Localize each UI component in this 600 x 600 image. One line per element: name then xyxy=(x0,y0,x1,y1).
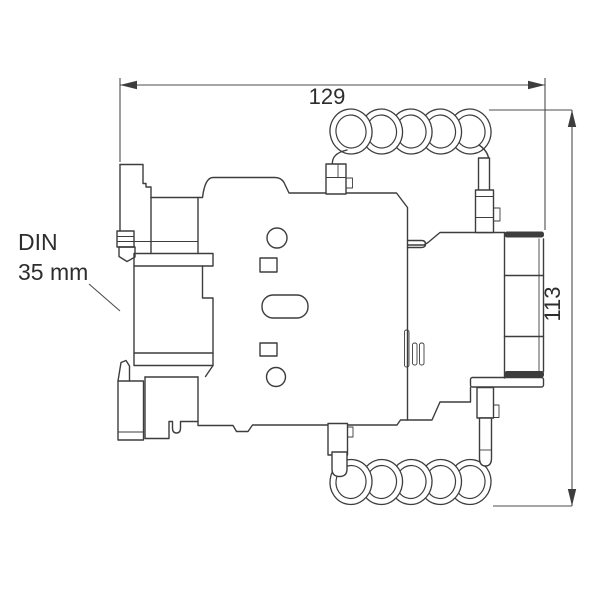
din-label-line2: 35 mm xyxy=(18,259,88,285)
bottom-left-clamp xyxy=(327,422,349,456)
din-rail-annotation: DIN 35 mm xyxy=(18,229,121,312)
bottom-right-clamp xyxy=(476,386,495,419)
bottom-left-clamp-tab xyxy=(347,426,354,438)
lower-rear-housing xyxy=(144,376,199,440)
rail-web-edge xyxy=(201,265,214,354)
bracket-lower-clip-tab xyxy=(117,359,131,382)
top-coil-left-hook xyxy=(331,149,348,166)
top-left-clamp-detail xyxy=(326,164,346,178)
din-label-line1: DIN xyxy=(18,229,58,255)
width-arrow-right xyxy=(528,80,545,90)
vent-slat-2 xyxy=(412,342,418,366)
top-terminal-clamps xyxy=(325,157,501,234)
bracket-ridge-block xyxy=(116,230,135,248)
vent-slat-3 xyxy=(419,342,425,366)
body-outline xyxy=(150,176,409,433)
block-base-plate xyxy=(469,376,545,388)
top-right-clamp-detail xyxy=(475,196,494,218)
din-bracket xyxy=(116,163,198,441)
bracket-top-profile xyxy=(119,163,152,199)
rail-chamfer xyxy=(204,364,214,378)
width-dimension: 129 xyxy=(119,78,546,230)
adapter-top-edge xyxy=(406,231,506,246)
terminal-block xyxy=(469,231,545,388)
lower-housing-outline xyxy=(144,376,199,440)
bracket-lower-block xyxy=(117,380,145,441)
side-clip-tab xyxy=(406,239,427,249)
height-dimension-label: 113 xyxy=(540,286,565,321)
top-right-pin xyxy=(477,157,491,193)
marker-window xyxy=(261,294,309,319)
test-slot-bottom xyxy=(259,342,278,357)
block-top-band xyxy=(504,231,544,238)
rail-top-flange xyxy=(133,252,214,267)
top-right-clamp-tab xyxy=(493,207,501,222)
block-bottom-band xyxy=(504,371,544,378)
bottom-right-clamp-tab xyxy=(493,404,500,418)
top-coil-wire xyxy=(329,108,492,167)
height-dimension: 113 xyxy=(489,109,577,507)
test-slot-top xyxy=(259,257,278,273)
height-arrow-top xyxy=(567,110,577,127)
bottom-right-clamp-foot xyxy=(478,417,493,467)
indicator-hole-top xyxy=(266,227,288,249)
terminal-adapter xyxy=(406,231,506,421)
rail-bottom-flange xyxy=(133,352,214,367)
din-leader-line xyxy=(88,283,121,312)
indicator-hole-bottom xyxy=(265,366,287,388)
bottom-terminal-clamps xyxy=(327,386,500,478)
bottom-left-clamp-foot xyxy=(331,451,348,478)
height-arrow-bottom xyxy=(567,489,577,506)
bracket-clip-foot xyxy=(118,246,136,263)
width-arrow-left xyxy=(120,80,137,90)
vent-slat-1 xyxy=(404,329,410,368)
bottom-coil-wire xyxy=(329,458,492,506)
adapter-bottom-edge xyxy=(406,386,472,421)
top-left-clamp xyxy=(325,163,347,195)
top-left-clamp-tab xyxy=(345,177,353,189)
contactor-body xyxy=(150,176,427,433)
din-rail xyxy=(133,196,214,378)
width-dimension-label: 129 xyxy=(309,84,346,109)
